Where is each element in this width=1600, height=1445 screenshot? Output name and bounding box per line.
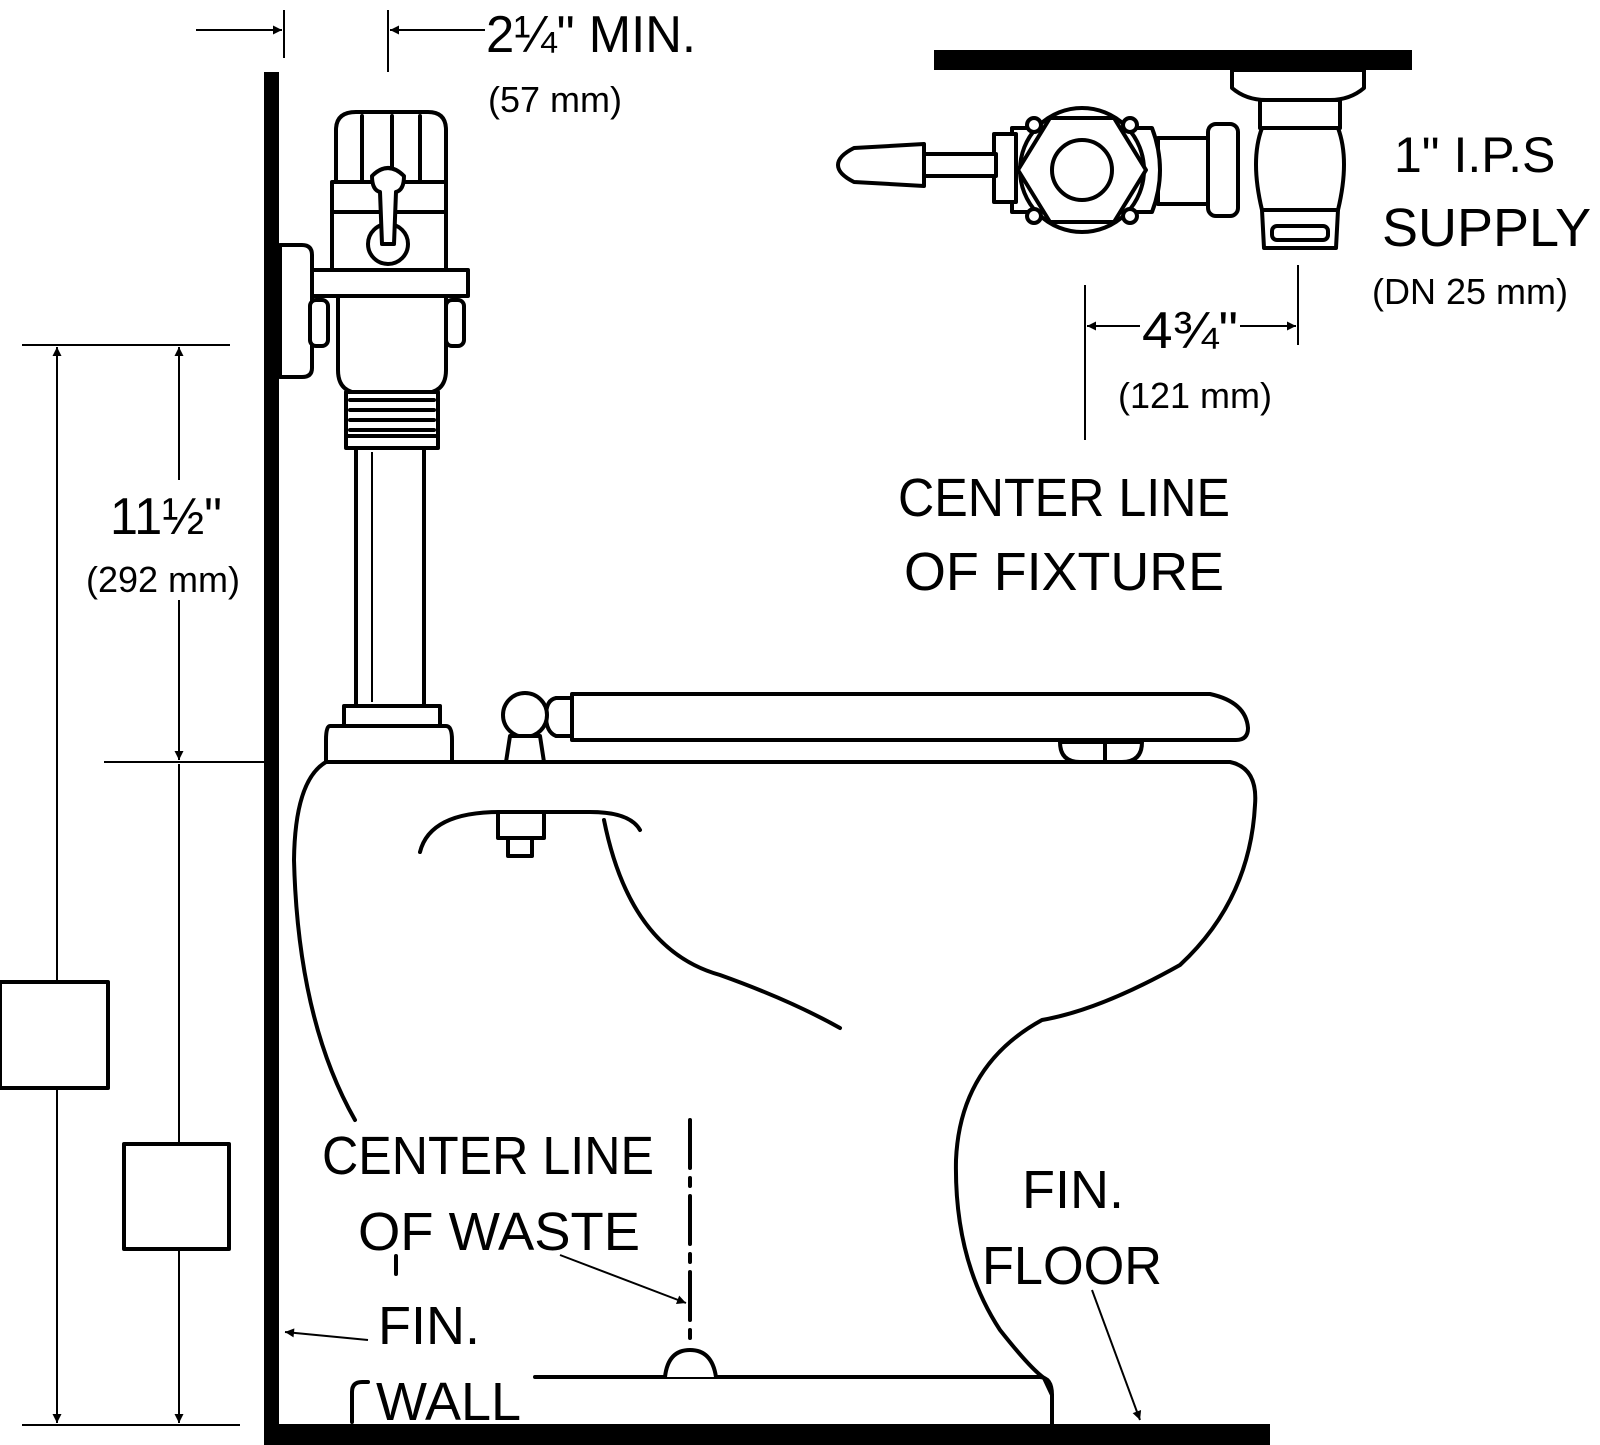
centerline-fixture-line-2: OF FIXTURE [904,542,1224,602]
fin-floor-callout: FIN. FLOOR [982,1160,1162,1421]
supply-label: 1" I.P.S SUPPLY (DN 25 mm) [1372,127,1591,312]
finished-floor [264,1424,1270,1445]
clearance-metric: (57 mm) [488,79,622,120]
toilet-seat [501,691,1250,764]
symbol-box-upper [0,980,110,1090]
offset-metric: (121 mm) [1118,375,1272,416]
clearance-imperial: 2¼" MIN. [486,6,696,64]
finished-wall [264,72,279,1445]
fin-wall-callout: FIN. WALL [284,1254,521,1432]
centerline-fixture-line-1: CENTER LINE [898,468,1230,528]
clearance-dimension: 2¼" MIN. (57 mm) [196,6,696,120]
fin-floor-line-2: FLOOR [982,1236,1162,1296]
centerline-waste-line-1: CENTER LINE [322,1126,654,1186]
offset-imperial: 4¾" [1142,302,1238,360]
centerline-waste-callout: CENTER LINE OF WASTE [322,1118,692,1342]
flushometer-top-view [836,50,1412,250]
toilet-bowl [292,760,1258,1426]
height-imperial: 11½" [110,488,222,546]
supply-line-1: 1" I.P.S [1394,127,1555,183]
centerline-waste-line-2: OF WASTE [358,1202,640,1262]
symbol-box-lower [122,1142,231,1251]
fin-wall-line-1: FIN. [378,1296,480,1356]
fin-floor-line-1: FIN. [1022,1160,1124,1220]
flushometer-valve [278,110,470,764]
height-metric: (292 mm) [86,559,240,600]
offset-dimension: 4¾" (121 mm) [1084,265,1299,440]
supply-line-2: SUPPLY [1382,198,1591,258]
supply-line-3: (DN 25 mm) [1372,271,1568,312]
height-dimension: 11½" (292 mm) [0,344,268,1426]
fin-wall-line-2: WALL [376,1372,521,1432]
